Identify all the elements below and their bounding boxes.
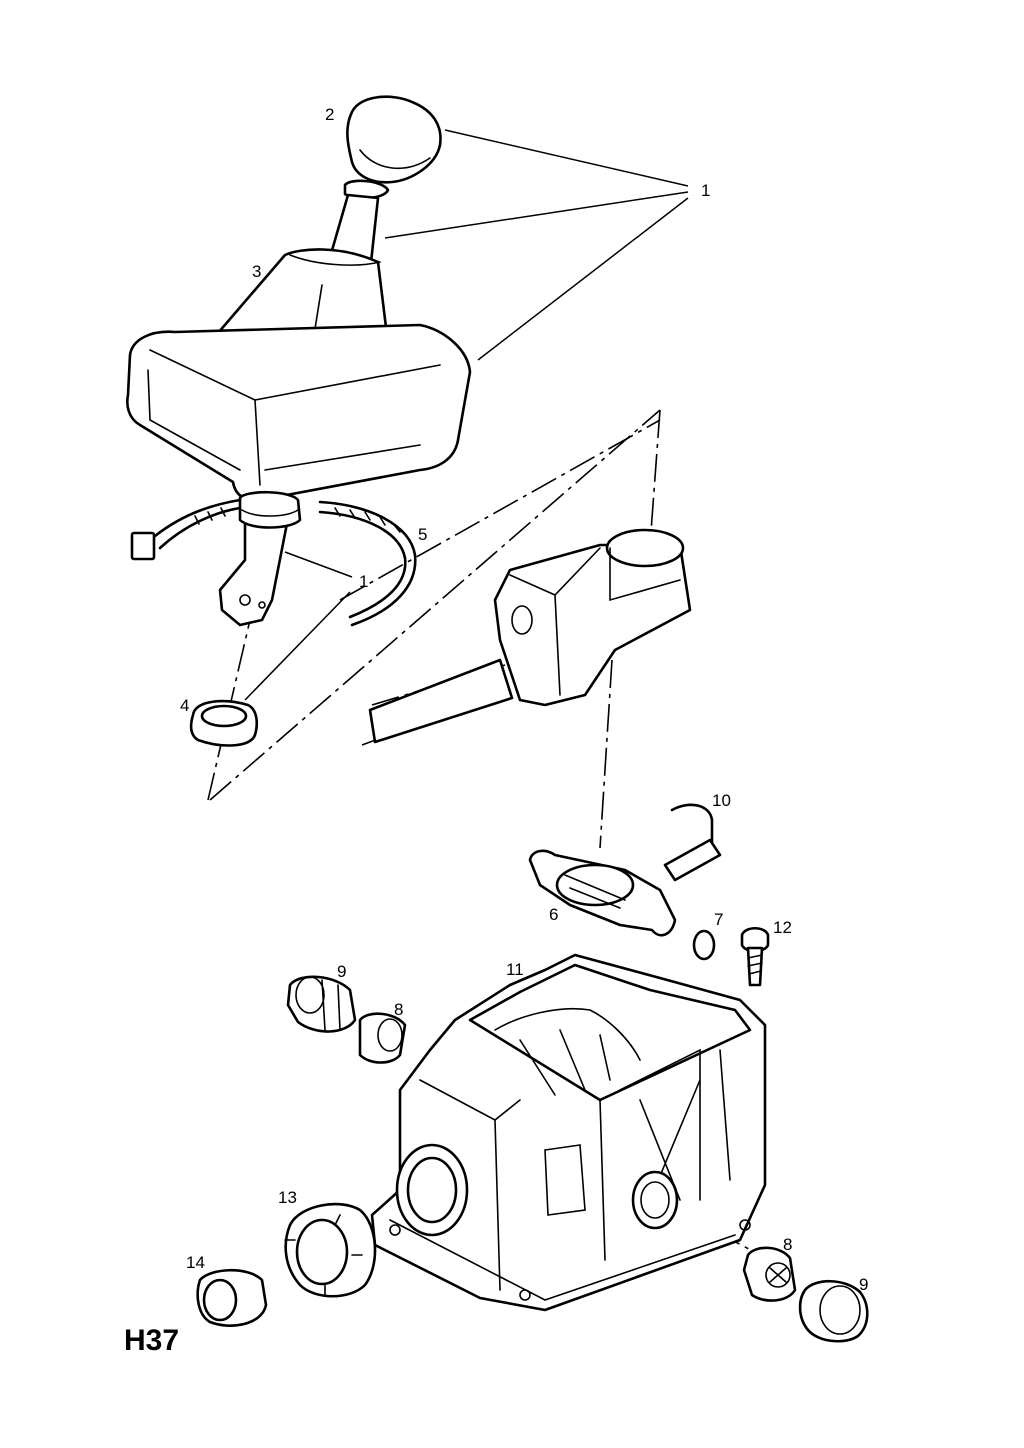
callout-4: 4	[180, 696, 189, 715]
callout-8-upper: 8	[394, 1000, 403, 1019]
callout-10: 10	[712, 791, 731, 810]
bush-lower	[742, 1246, 797, 1302]
callout-3: 3	[252, 262, 261, 281]
lever-gaiter	[126, 248, 472, 529]
callout-8-lower: 8	[783, 1235, 792, 1254]
gearbox-casing	[370, 953, 767, 1312]
plug-upper	[286, 975, 357, 1033]
leader-lines	[244, 129, 689, 701]
diagram-code: H37	[124, 1324, 179, 1357]
callout-6: 6	[549, 905, 558, 924]
pin-clip	[663, 803, 722, 882]
callout-9-lower: 9	[859, 1275, 868, 1294]
callout-labels: 1 2 3 1 5 4 10 6 7 12 9 11 8 13 14 8 9	[180, 105, 868, 1294]
callout-13: 13	[278, 1188, 297, 1207]
callout-5: 5	[418, 525, 427, 544]
callout-11: 11	[506, 960, 524, 979]
callout-12: 12	[773, 918, 792, 937]
selector-finger	[528, 849, 677, 937]
cap-lower	[798, 1279, 869, 1343]
callout-7: 7	[714, 910, 723, 929]
callout-9-upper: 9	[337, 962, 346, 981]
selector-housing	[368, 528, 692, 744]
bush-upper	[358, 1012, 407, 1064]
callout-1-lower: 1	[359, 572, 368, 591]
gear-knob	[343, 95, 442, 200]
flange-cover	[284, 1202, 377, 1298]
bolt	[740, 926, 770, 987]
o-ring	[692, 929, 716, 961]
callout-1-upper: 1	[701, 181, 710, 200]
seal-ring	[196, 1268, 268, 1327]
strap-tie	[130, 498, 417, 627]
bearing-ring	[189, 699, 259, 747]
callout-14: 14	[186, 1253, 205, 1272]
callout-2: 2	[325, 105, 334, 124]
